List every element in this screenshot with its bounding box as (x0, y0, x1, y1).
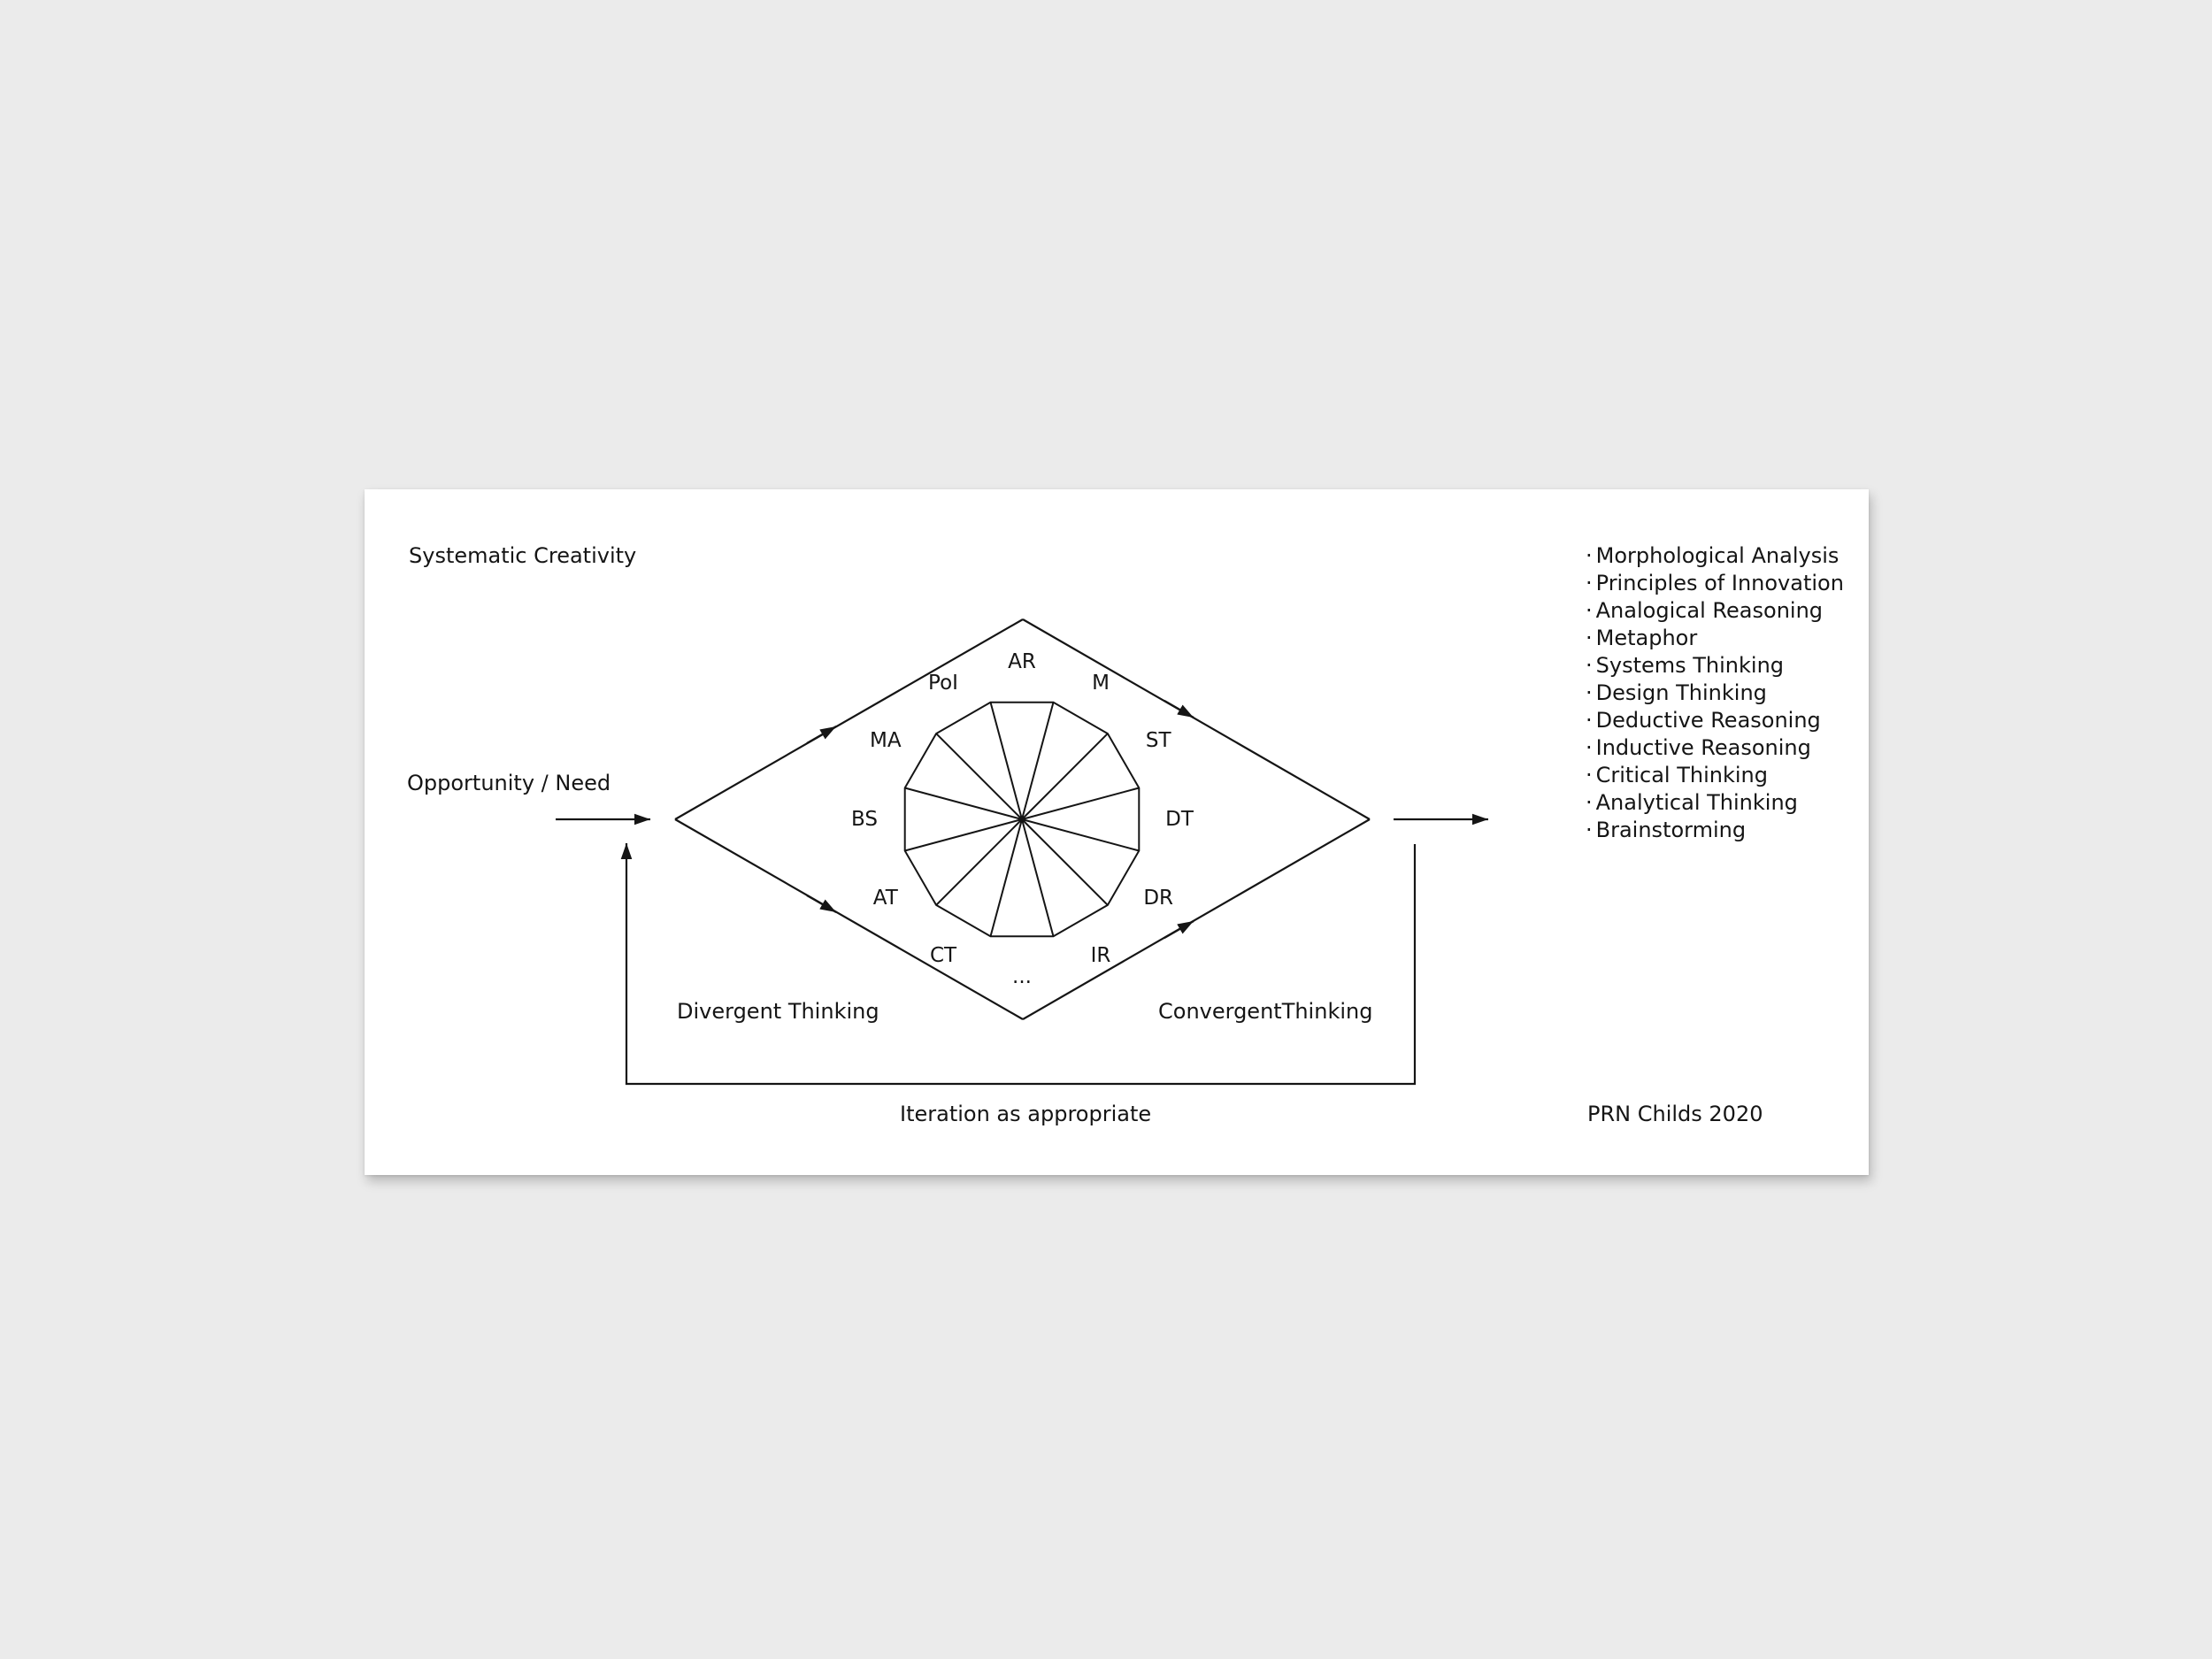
method-list-item-label: Brainstorming (1595, 818, 1747, 842)
method-list-item-label: Morphological Analysis (1595, 543, 1839, 568)
wheel-segment-label: ST (1146, 729, 1172, 752)
bullet-glyph: · (1586, 571, 1593, 595)
wheel-spoke (1021, 787, 1140, 820)
wheel-segment-label: ... (1012, 965, 1032, 988)
method-list-item: ·Principles of Innovation (1586, 570, 1844, 597)
method-wheel (903, 701, 1141, 938)
bullet-glyph: · (1586, 763, 1593, 787)
convergent-upper-edge (1022, 618, 1371, 820)
method-list-item: ·Systems Thinking (1586, 652, 1844, 680)
wheel-spoke (1021, 818, 1109, 906)
method-list-item: ·Design Thinking (1586, 680, 1844, 707)
wheel-spoke (935, 818, 1023, 906)
iteration-loop (620, 843, 1417, 1086)
wheel-spoke (904, 818, 1023, 852)
wheel-segment-label: AR (1008, 650, 1036, 673)
wheel-spoke (935, 733, 1023, 820)
wheel-outline (903, 701, 1141, 938)
method-list-item: ·Brainstorming (1586, 817, 1844, 844)
wheel-segment-label: PoI (928, 672, 958, 695)
method-list-item: ·Metaphor (1586, 625, 1844, 652)
wheel-spoke (989, 702, 1023, 820)
input-label: Opportunity / Need (407, 771, 611, 795)
method-list-item: ·Critical Thinking (1586, 762, 1844, 789)
wheel-segment-label: AT (873, 887, 899, 910)
wheel-segment-label: DT (1165, 808, 1194, 831)
method-list-item-label: Inductive Reasoning (1595, 735, 1811, 760)
method-list-item: ·Inductive Reasoning (1586, 734, 1844, 762)
wheel-spoke (1021, 702, 1055, 820)
method-list-item: ·Analytical Thinking (1586, 789, 1844, 817)
method-list-item-label: Analytical Thinking (1595, 790, 1798, 815)
wheel-spoke (1021, 733, 1109, 820)
wheel-spoke (904, 787, 1023, 820)
method-list-item-label: Deductive Reasoning (1595, 708, 1821, 733)
bullet-glyph: · (1586, 708, 1593, 733)
method-list-item-label: Design Thinking (1595, 680, 1767, 705)
convergent-thinking-label: ConvergentThinking (1158, 999, 1373, 1024)
methods-list: ·Morphological Analysis·Principles of In… (1586, 542, 1844, 844)
method-list-item-label: Principles of Innovation (1595, 571, 1844, 595)
bullet-glyph: · (1586, 653, 1593, 678)
creativity-process-diagram: AR M ST DT DR IR... CT AT BS MA PoI (556, 618, 1488, 1086)
divergent-lower-edge (674, 818, 1024, 1020)
bullet-glyph: · (1586, 818, 1593, 842)
divergent-lower-arrow (806, 895, 837, 913)
method-list-item-label: Metaphor (1595, 626, 1698, 650)
method-list-item: ·Analogical Reasoning (1586, 597, 1844, 625)
convergent-upper-arrow (1164, 700, 1194, 718)
convergent-lower-arrow (1164, 920, 1194, 939)
flow-arrowheads (806, 700, 1194, 939)
wheel-spoke (1021, 818, 1140, 852)
wheel-segment-label: MA (870, 729, 902, 752)
wheel-segment-label: M (1092, 672, 1110, 695)
wheel-segment-label: BS (851, 808, 878, 831)
bullet-glyph: · (1586, 790, 1593, 815)
bullet-glyph: · (1586, 598, 1593, 623)
process-diamond (674, 618, 1371, 1020)
method-list-item-label: Analogical Reasoning (1595, 598, 1824, 623)
iteration-label: Iteration as appropriate (900, 1102, 1152, 1126)
method-list-item: ·Deductive Reasoning (1586, 707, 1844, 734)
method-list-item-label: Critical Thinking (1595, 763, 1768, 787)
wheel-spoke (1021, 818, 1055, 937)
divergent-thinking-label: Divergent Thinking (677, 999, 879, 1024)
diagram-card: AR M ST DT DR IR... CT AT BS MA PoI Systematic Cre… (365, 489, 1869, 1175)
wheel-segment-label: DR (1143, 887, 1173, 910)
bullet-glyph: · (1586, 680, 1593, 705)
wheel-segment-label: IR (1091, 944, 1111, 967)
wheel-segment-label: CT (930, 944, 957, 967)
method-list-item: ·Morphological Analysis (1586, 542, 1844, 570)
divergent-upper-arrow (806, 726, 837, 744)
convergent-lower-edge (1022, 818, 1371, 1020)
method-wheel-labels: AR M ST DT DR IR... CT AT BS MA PoI (851, 650, 1194, 988)
wheel-spoke (989, 818, 1023, 937)
bullet-glyph: · (1586, 626, 1593, 650)
bullet-glyph: · (1586, 543, 1593, 568)
method-list-item-label: Systems Thinking (1595, 653, 1785, 678)
diagram-title: Systematic Creativity (409, 543, 637, 568)
bullet-glyph: · (1586, 735, 1593, 760)
credit-label: PRN Childs 2020 (1587, 1102, 1763, 1126)
divergent-upper-edge (674, 618, 1024, 820)
